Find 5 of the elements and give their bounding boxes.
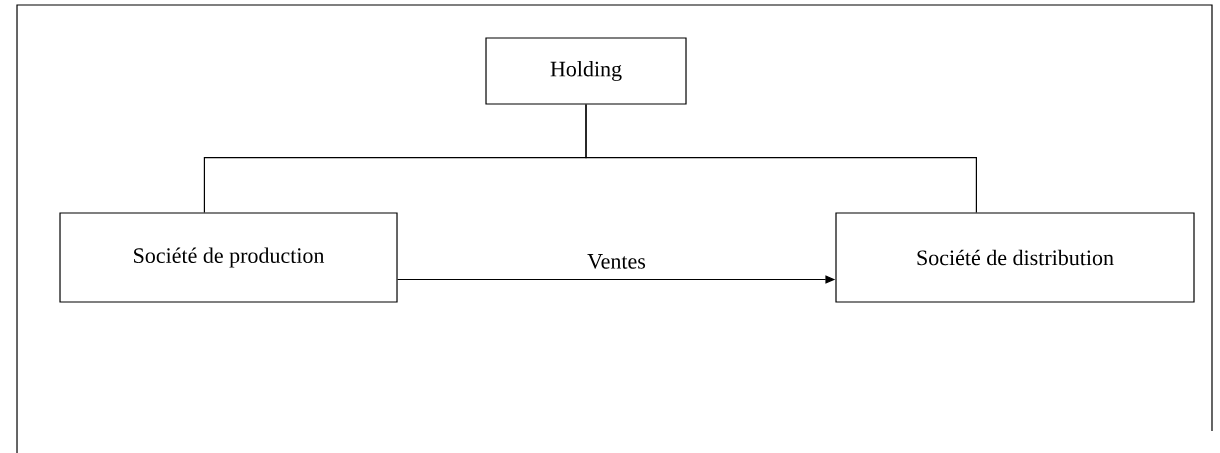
connector-line — [585, 104, 977, 213]
org-box: Holding — [485, 37, 687, 105]
edge-label: Ventes — [587, 254, 646, 269]
org-box: Société de distribution — [835, 212, 1195, 303]
org-box: Société de production — [59, 212, 398, 303]
